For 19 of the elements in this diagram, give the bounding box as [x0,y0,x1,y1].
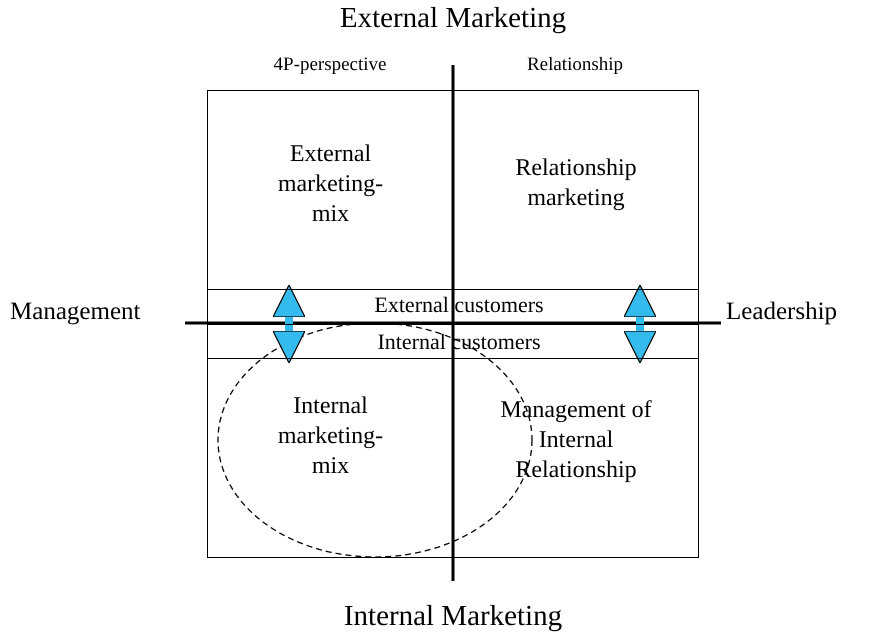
band-label: External customers [373,291,545,319]
double-arrow [623,284,657,364]
column-label: 4P-perspective [274,54,386,76]
column-label: Relationship [526,54,624,76]
axis-title: Management [10,298,141,326]
double-arrow [272,284,306,364]
quadrant-box [453,90,699,290]
band-label: Internal customers [376,328,542,356]
quadrant-box [207,358,454,558]
axis-title: Leadership [726,298,838,326]
quadrant-title: Management of Internal Relationship [499,396,653,485]
quadrant-title: Relationship marketing [514,154,638,213]
band-box [207,324,699,359]
quadrant-box [207,90,454,290]
quadrant-title: Internal marketing-mix [276,392,384,481]
axis-title: Internal Marketing [344,600,562,633]
quadrant-title: External marketing-mix [276,140,384,229]
quadrant-box [453,358,699,558]
axis-title: External Marketing [340,2,566,35]
